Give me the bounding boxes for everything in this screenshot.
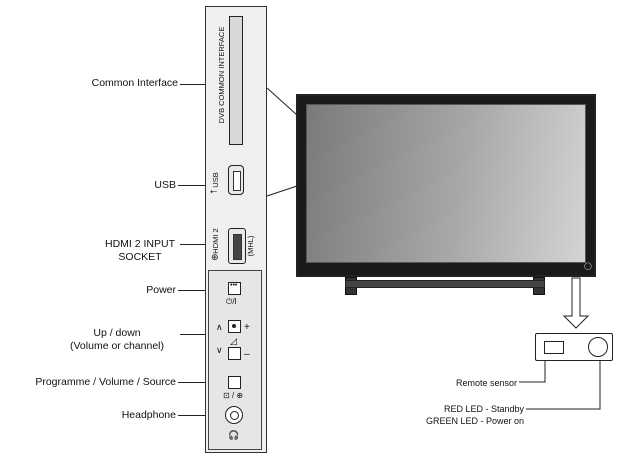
plus-sign: + [244, 322, 250, 333]
panel-link-bottom [266, 185, 298, 197]
volume-ramp-icon: ◿ [230, 336, 237, 346]
panel-link-top [266, 87, 298, 116]
label-hdmi-line1: HDMI 2 INPUT [104, 238, 175, 250]
leader-led [526, 361, 601, 410]
label-programme: Programme / Volume / Source [35, 376, 176, 388]
label-headphone: Headphone [121, 409, 176, 421]
down-button[interactable] [228, 347, 241, 360]
television: ◯ [296, 94, 596, 277]
leader-headphone [178, 415, 224, 416]
leader-updown [180, 334, 214, 335]
up-button[interactable] [228, 320, 241, 333]
status-led [588, 337, 608, 357]
headphone-icon: 🎧 [228, 430, 240, 440]
down-chevron-icon: ∨ [216, 345, 223, 355]
label-red-led: RED LED - Standby [443, 404, 524, 414]
leader-programme [178, 382, 226, 383]
programme-button[interactable] [228, 376, 241, 389]
tv-screen [306, 104, 586, 263]
leader-usb [178, 185, 226, 186]
remote-sensor-module [535, 333, 613, 361]
headphone-jack-inner [230, 411, 239, 420]
tv-stand [345, 280, 545, 288]
hdmi-input-icon: ⊕ [211, 252, 219, 262]
label-updown-line2: (Volume or channel) [70, 340, 164, 352]
minus-sign: – [244, 349, 250, 360]
label-common-interface: Common Interface [91, 77, 178, 89]
hdmi-port-opening [233, 234, 242, 260]
leader-hdmi [180, 244, 226, 245]
power-button-dots-icon: ••• [230, 282, 238, 289]
up-chevron-icon: ∧ [216, 322, 223, 332]
label-power: Power [146, 284, 176, 296]
label-green-led: GREEN LED - Power on [425, 416, 524, 426]
remote-sensor-window [544, 341, 564, 354]
leader-power [178, 290, 224, 291]
power-button[interactable]: ••• [228, 282, 241, 295]
up-button-dot [232, 324, 236, 328]
label-usb: USB [154, 179, 176, 191]
common-interface-slot [229, 16, 243, 145]
source-symbol: ⊡ / ⊕ [223, 391, 244, 400]
label-remote-sensor: Remote sensor [455, 378, 517, 388]
zoom-arrow-shape [562, 277, 590, 329]
tv-led-icon: ◯ [584, 263, 592, 270]
leader-common-interface [180, 84, 224, 85]
leader-remote-sensor [519, 361, 546, 383]
hdmi-port [228, 228, 246, 264]
usb-port-opening [233, 171, 241, 191]
label-updown-line1: Up / down [93, 327, 141, 339]
usb-port [228, 165, 244, 195]
label-hdmi-line2: SOCKET [118, 251, 162, 263]
usb-symbol-icon: ⭠ [210, 186, 218, 196]
power-symbol: ⏻/I [226, 297, 237, 306]
headphone-jack [225, 406, 243, 424]
